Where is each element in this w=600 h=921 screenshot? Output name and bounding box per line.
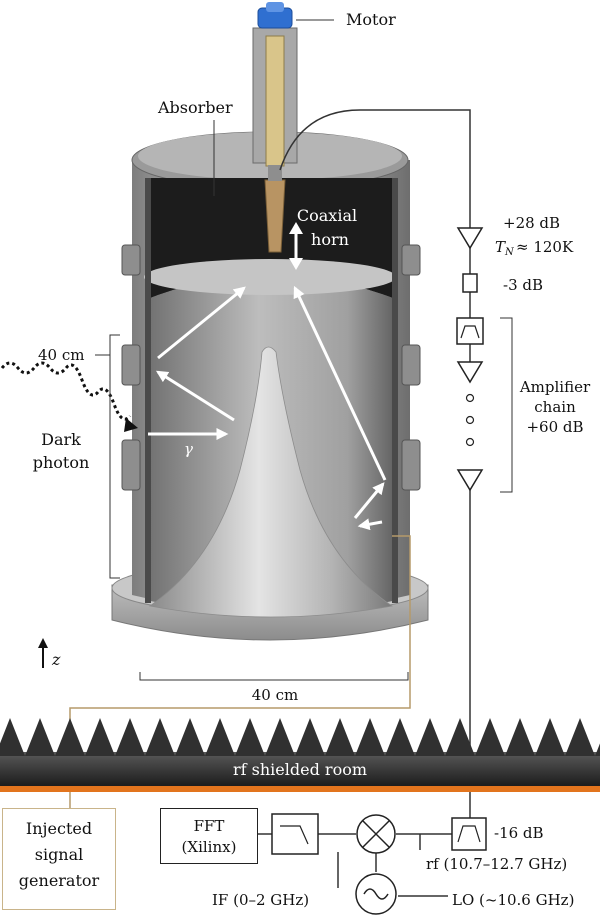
ray-injection	[357, 518, 383, 531]
horn-motion-arrow-down	[289, 258, 303, 270]
size-bracket-left	[109, 334, 120, 579]
cavity-cone	[148, 346, 394, 618]
label-amp-chain-1: Amplifier	[519, 378, 591, 396]
coaxial-horn	[264, 179, 286, 253]
cavity-cut-edge-right	[392, 178, 398, 603]
cavity-flanges	[121, 244, 421, 491]
label-if-band: IF (0–2 GHz)	[212, 891, 310, 909]
label-noise-symbol: T	[495, 238, 506, 256]
dark-photon-wave	[0, 361, 132, 421]
label-motor: Motor	[346, 10, 396, 29]
label-noise-subscript: N	[505, 247, 514, 258]
horn-collar	[268, 165, 282, 181]
label-fft-vendor: (Xilinx)	[181, 838, 237, 856]
label-generator-3: generator	[18, 871, 100, 890]
label-fft: FFT	[193, 817, 225, 835]
label-generator-1: Injected	[25, 819, 93, 838]
signal-generator-box: Injected signal generator	[2, 808, 116, 910]
label-coaxial: Coaxial	[296, 206, 358, 225]
amp-chain-bracket	[500, 317, 513, 493]
label-absorber: Absorber	[158, 98, 233, 117]
local-oscillator-glyph	[363, 888, 389, 900]
label-size-bottom: 40 cm	[251, 686, 299, 704]
room-floor-edge	[0, 786, 600, 792]
lowpass-filter-glyph	[280, 825, 309, 845]
label-dark: Dark	[41, 430, 81, 449]
bandpass-filter-2-glyph	[457, 825, 481, 843]
label-size-left: 40 cm	[38, 346, 85, 364]
ray-reflect-1	[155, 370, 235, 422]
cavity-cut-edge-left	[145, 178, 151, 603]
motor-cap	[266, 2, 284, 12]
horn-motion-arrow-up	[289, 222, 303, 234]
dark-photon-arrowhead	[124, 418, 138, 432]
mixer-glyph	[362, 820, 390, 848]
label-horn: horn	[311, 230, 349, 249]
label-noise-value: ≈ 120K	[516, 238, 574, 256]
label-amp-chain-3: +60 dB	[526, 418, 584, 436]
amplifier-1	[456, 227, 484, 250]
fft-box: FFT (Xilinx)	[160, 808, 258, 864]
shielded-room	[0, 718, 600, 792]
amplifier-2	[456, 361, 484, 384]
rf-cable-top	[279, 109, 471, 228]
absorber-spikes	[0, 718, 600, 756]
cavity-dish-rim	[144, 259, 396, 295]
ray-reflect-2	[157, 286, 246, 360]
ray-reflect-3	[293, 285, 387, 481]
label-generator-2: signal	[34, 845, 84, 864]
label-amp-chain-2: chain	[534, 398, 576, 416]
label-attenuation: -3 dB	[503, 276, 544, 294]
ray-reflect-4	[353, 482, 385, 519]
downconverter	[258, 833, 452, 897]
ray-paths	[148, 285, 387, 531]
chain-ellipsis	[465, 393, 475, 447]
label-photon: photon	[32, 453, 90, 472]
bandpass-filter-1	[456, 317, 484, 345]
room-floor	[0, 752, 600, 786]
attenuator	[462, 273, 478, 293]
horn-shaft	[265, 35, 285, 167]
size-bracket-bottom	[139, 672, 409, 681]
label-gamma: γ	[184, 440, 193, 458]
label-gain-first-amp: +28 dB	[503, 214, 561, 232]
label-z-axis: z	[52, 650, 61, 669]
label-rf-band: rf (10.7–12.7 GHz)	[426, 855, 568, 873]
label-shielded-room: rf shielded room	[233, 760, 367, 779]
bandpass-filter-1-glyph	[460, 325, 480, 339]
lowpass-filter	[271, 813, 319, 855]
horn-assembly	[252, 2, 298, 253]
label-lo-frequency: LO (~10.6 GHz)	[452, 891, 575, 909]
amplifier-3	[456, 469, 484, 492]
label-filter-loss: -16 dB	[494, 824, 544, 842]
bandpass-filter-2	[451, 817, 487, 851]
